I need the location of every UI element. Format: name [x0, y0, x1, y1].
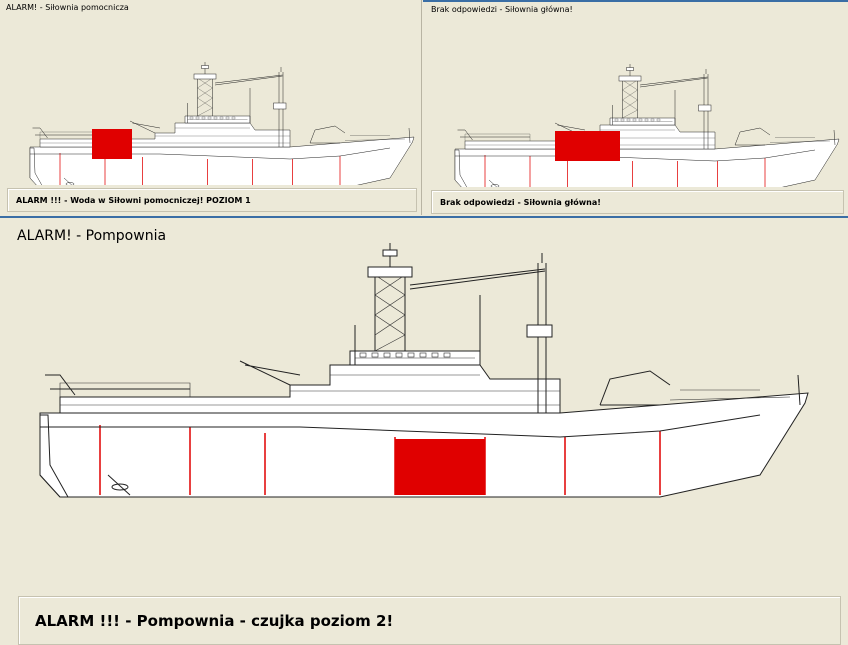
alarm-panel-aux-engine-room: ALARM! - Siłownia pomocnicza ALARM !!! -… [0, 0, 422, 215]
alarm-compartment [92, 129, 132, 159]
alarm-message: Brak odpowiedzi - Siłownia główna! [431, 190, 844, 214]
alarm-compartment [555, 131, 620, 161]
panel-title: ALARM! - Pompownia [17, 228, 167, 244]
ship-schematic [39, 242, 809, 498]
alarm-compartment [395, 439, 485, 495]
alarm-message: ALARM !!! - Pompownia - czujka poziom 2! [18, 596, 841, 645]
alarm-panel-pump-room: ALARM! - Pompownia [0, 216, 848, 645]
alarm-panel-main-engine-room: Brak odpowiedzi - Siłownia główna! Brak … [423, 0, 848, 215]
ship-schematic [454, 63, 840, 187]
ship-schematic [29, 61, 415, 185]
panel-title: Brak odpowiedzi - Siłownia główna! [431, 5, 573, 14]
panel-title: ALARM! - Siłownia pomocnicza [6, 3, 129, 12]
alarm-message: ALARM !!! - Woda w Siłowni pomocniczej! … [7, 188, 417, 212]
